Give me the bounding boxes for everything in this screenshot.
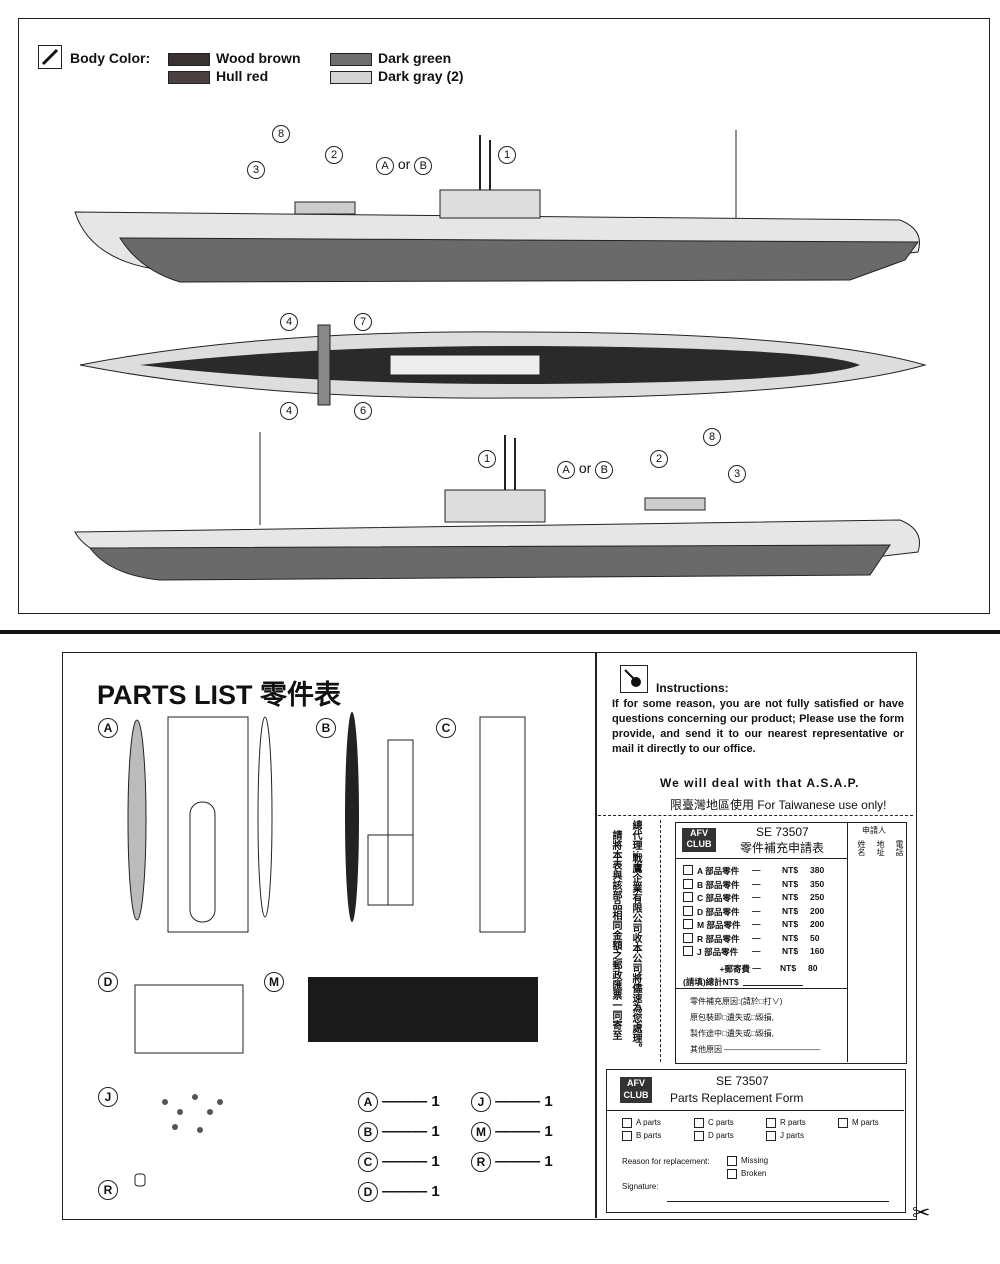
parts-j-checkbox[interactable]: J parts: [766, 1131, 804, 1141]
divider: [606, 1110, 904, 1111]
price-row-r[interactable]: R 部品零件—NT$50: [683, 932, 843, 947]
sprue-label-j: J: [98, 1087, 118, 1107]
price-row-m[interactable]: M 部品零件—NT$200: [683, 919, 843, 933]
divider: [0, 630, 1000, 634]
parts-replacement-form: [606, 1069, 906, 1213]
count-a: A ——— 1: [358, 1092, 440, 1112]
submarine-side-view-starboard: [74, 130, 920, 283]
parts-a-checkbox[interactable]: A parts: [622, 1118, 661, 1128]
applicant-fields: 姓名地址電話: [857, 840, 904, 856]
missing-checkbox[interactable]: Missing: [727, 1156, 768, 1166]
count-r: R ——— 1: [471, 1152, 553, 1172]
parts-m-checkbox[interactable]: M parts: [838, 1118, 879, 1128]
sprue-label-b: B: [316, 718, 336, 738]
instructions-title: Instructions:: [656, 681, 729, 695]
parts-b-checkbox[interactable]: B parts: [622, 1131, 661, 1141]
price-row-a[interactable]: A 部品零件—NT$380: [683, 865, 843, 879]
signature-label: Signature:: [622, 1182, 659, 1191]
price-list: A 部品零件—NT$380 B 部品零件—NT$350 C 部品零件—NT$25…: [683, 865, 843, 990]
taiwan-form-code: SE 73507: [756, 825, 809, 839]
divider: [595, 652, 597, 1218]
sprue-label-c: C: [436, 718, 456, 738]
callout-1: 1: [498, 146, 516, 164]
price-row-c[interactable]: C 部品零件—NT$250: [683, 892, 843, 906]
taiwan-form-left: [675, 822, 848, 1062]
submarine-top-view: [79, 324, 927, 406]
callout-2: 2: [650, 450, 668, 468]
callout-4: 4: [280, 402, 298, 420]
callout-2: 2: [325, 146, 343, 164]
callout-a-or-b: A or B: [557, 460, 614, 479]
reason-title: 零件補充原因:(請於□打∨): [690, 997, 783, 1006]
postage-row: +郵寄費 —NT$80: [719, 962, 818, 974]
sprue-drawings: [127, 712, 538, 1187]
cut-line: [660, 820, 661, 1062]
taiwan-form-vertical-text: 請將本表與該部品相同金額之郵政匯票一同寄至: [610, 830, 621, 1040]
sprue-label-a: A: [98, 718, 118, 738]
sprue-label-m: M: [264, 972, 284, 992]
parts-and-forms-panel: [62, 652, 917, 1220]
color-hull-red: Hull red: [168, 68, 268, 84]
color-wood-brown: Wood brown: [168, 50, 301, 66]
parts-list-title: PARTS LIST 零件表: [97, 680, 342, 710]
callout-4: 4: [280, 313, 298, 331]
parts-c-checkbox[interactable]: C parts: [694, 1118, 734, 1128]
instructions-body: If for some reason, you are not fully sa…: [612, 698, 904, 755]
instructions-closing: We will deal with that A.S.A.P.: [660, 776, 860, 790]
afv-club-logo: AFV CLUB: [620, 1077, 652, 1103]
submarine-drawings: [74, 130, 927, 581]
color-dark-gray: Dark gray (2): [330, 68, 464, 84]
callout-8: 8: [272, 125, 290, 143]
color-dark-green: Dark green: [330, 50, 451, 66]
price-row-b[interactable]: B 部品零件—NT$350: [683, 878, 843, 893]
count-c: C ——— 1: [358, 1152, 440, 1172]
sprue-label-d: D: [98, 972, 118, 992]
callout-3: 3: [728, 465, 746, 483]
cut-line: [598, 815, 913, 816]
callout-7: 7: [354, 313, 372, 331]
price-row-d[interactable]: D 部品零件—NT$200: [683, 905, 843, 920]
count-d: D ——— 1: [358, 1182, 440, 1202]
paintbrush-icon: [38, 45, 62, 69]
reason-section: 零件補充原因:(請於□打∨) 原包裝即□遺失或□毀損, 製作途中□遺失或□毀損,…: [690, 994, 820, 1058]
afv-club-logo: AFV CLUB: [682, 828, 716, 852]
body-color-label: Body Color:: [70, 50, 151, 66]
replacement-form-code: SE 73507: [716, 1074, 769, 1088]
count-m: M ——— 1: [471, 1122, 553, 1142]
divider: [675, 988, 847, 989]
reason-option[interactable]: 製作途中□遺失或□毀損,: [690, 1029, 774, 1038]
taiwan-form: [675, 822, 907, 1064]
scissors-icon: ✂: [912, 1200, 931, 1225]
sprue-label-r: R: [98, 1180, 118, 1200]
callout-1: 1: [478, 450, 496, 468]
price-row-j[interactable]: J 部品零件—NT$160: [683, 946, 843, 960]
divider: [675, 858, 847, 859]
count-b: B ——— 1: [358, 1122, 440, 1142]
applicant-label: 申請人: [862, 826, 886, 835]
reason-label: Reason for replacement:: [622, 1157, 710, 1166]
reason-other[interactable]: 其他原因 ————————————: [690, 1045, 821, 1054]
broken-checkbox[interactable]: Broken: [727, 1169, 766, 1179]
taiwan-form-title: 零件補充申請表: [740, 841, 825, 855]
taiwan-form-header: 限臺灣地區使用 For Taiwanese use only!: [670, 798, 887, 812]
callout-a-or-b: A or B: [376, 156, 433, 175]
reason-option[interactable]: 原包裝即□遺失或□毀損,: [690, 1013, 774, 1022]
total-row[interactable]: (請填)總計NT$: [683, 976, 843, 990]
parts-d-checkbox[interactable]: D parts: [694, 1131, 734, 1141]
signature-line[interactable]: [667, 1201, 889, 1202]
replacement-form-title: Parts Replacement Form: [670, 1091, 804, 1105]
parts-r-checkbox[interactable]: R parts: [766, 1118, 806, 1128]
callout-6: 6: [354, 402, 372, 420]
count-j: J ——— 1: [471, 1092, 553, 1112]
callout-8: 8: [703, 428, 721, 446]
callout-3: 3: [247, 161, 265, 179]
taiwan-form-vertical-text: 總代理:戰鷹企業有限公司收本公司將儘速為您處理。: [630, 820, 641, 1054]
paintbrush-icon: [620, 665, 648, 693]
submarine-side-view-port: [74, 432, 920, 581]
painting-guide-panel: [18, 18, 990, 614]
